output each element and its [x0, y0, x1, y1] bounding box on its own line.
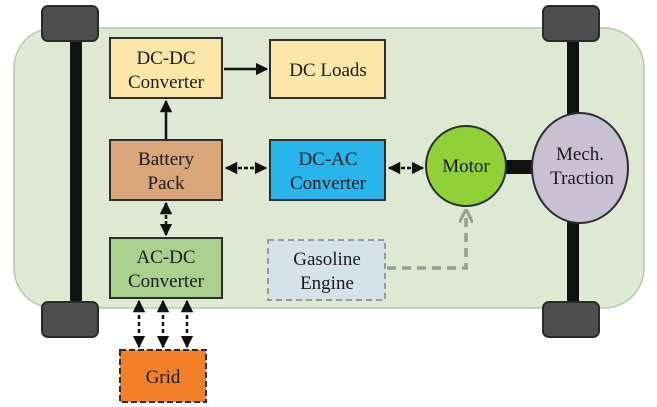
dcac-line1: DC-AC	[298, 149, 357, 170]
grid-box	[119, 349, 207, 403]
motor-traction-shaft	[505, 160, 533, 174]
wheel-rear-left	[41, 301, 99, 338]
wheel-rear-right	[542, 301, 600, 338]
dc-loads-label: DC Loads	[289, 60, 367, 81]
gasoline-line2: Engine	[300, 273, 354, 294]
dcac-converter-box	[269, 139, 386, 201]
traction-line1: Mech.	[556, 144, 604, 165]
dcdc-converter-box	[109, 37, 223, 99]
motor-circle	[425, 125, 507, 207]
wheel-front-right	[542, 5, 600, 42]
dc-loads-box	[269, 39, 386, 99]
arrow-gasoline-to-motor	[387, 212, 466, 270]
grid-label: Grid	[146, 367, 181, 388]
wheel-front-left	[41, 5, 99, 42]
traction-line2: Traction	[550, 168, 614, 189]
dcac-line2: Converter	[290, 173, 367, 194]
left-axle	[70, 12, 82, 332]
acdc-converter-box	[109, 237, 223, 299]
mech-traction-ellipse	[531, 112, 629, 224]
acdc-line2: Converter	[128, 271, 205, 292]
gasoline-engine-box	[267, 239, 386, 301]
battery-line2: Pack	[148, 173, 185, 194]
motor-label: Motor	[442, 156, 490, 177]
battery-line1: Battery	[138, 149, 194, 170]
dcdc-line1: DC-DC	[136, 48, 195, 69]
gasoline-line1: Gasoline	[293, 249, 361, 270]
acdc-line1: AC-DC	[136, 247, 195, 268]
battery-pack-box	[109, 139, 223, 201]
dcdc-line2: Converter	[128, 72, 205, 93]
